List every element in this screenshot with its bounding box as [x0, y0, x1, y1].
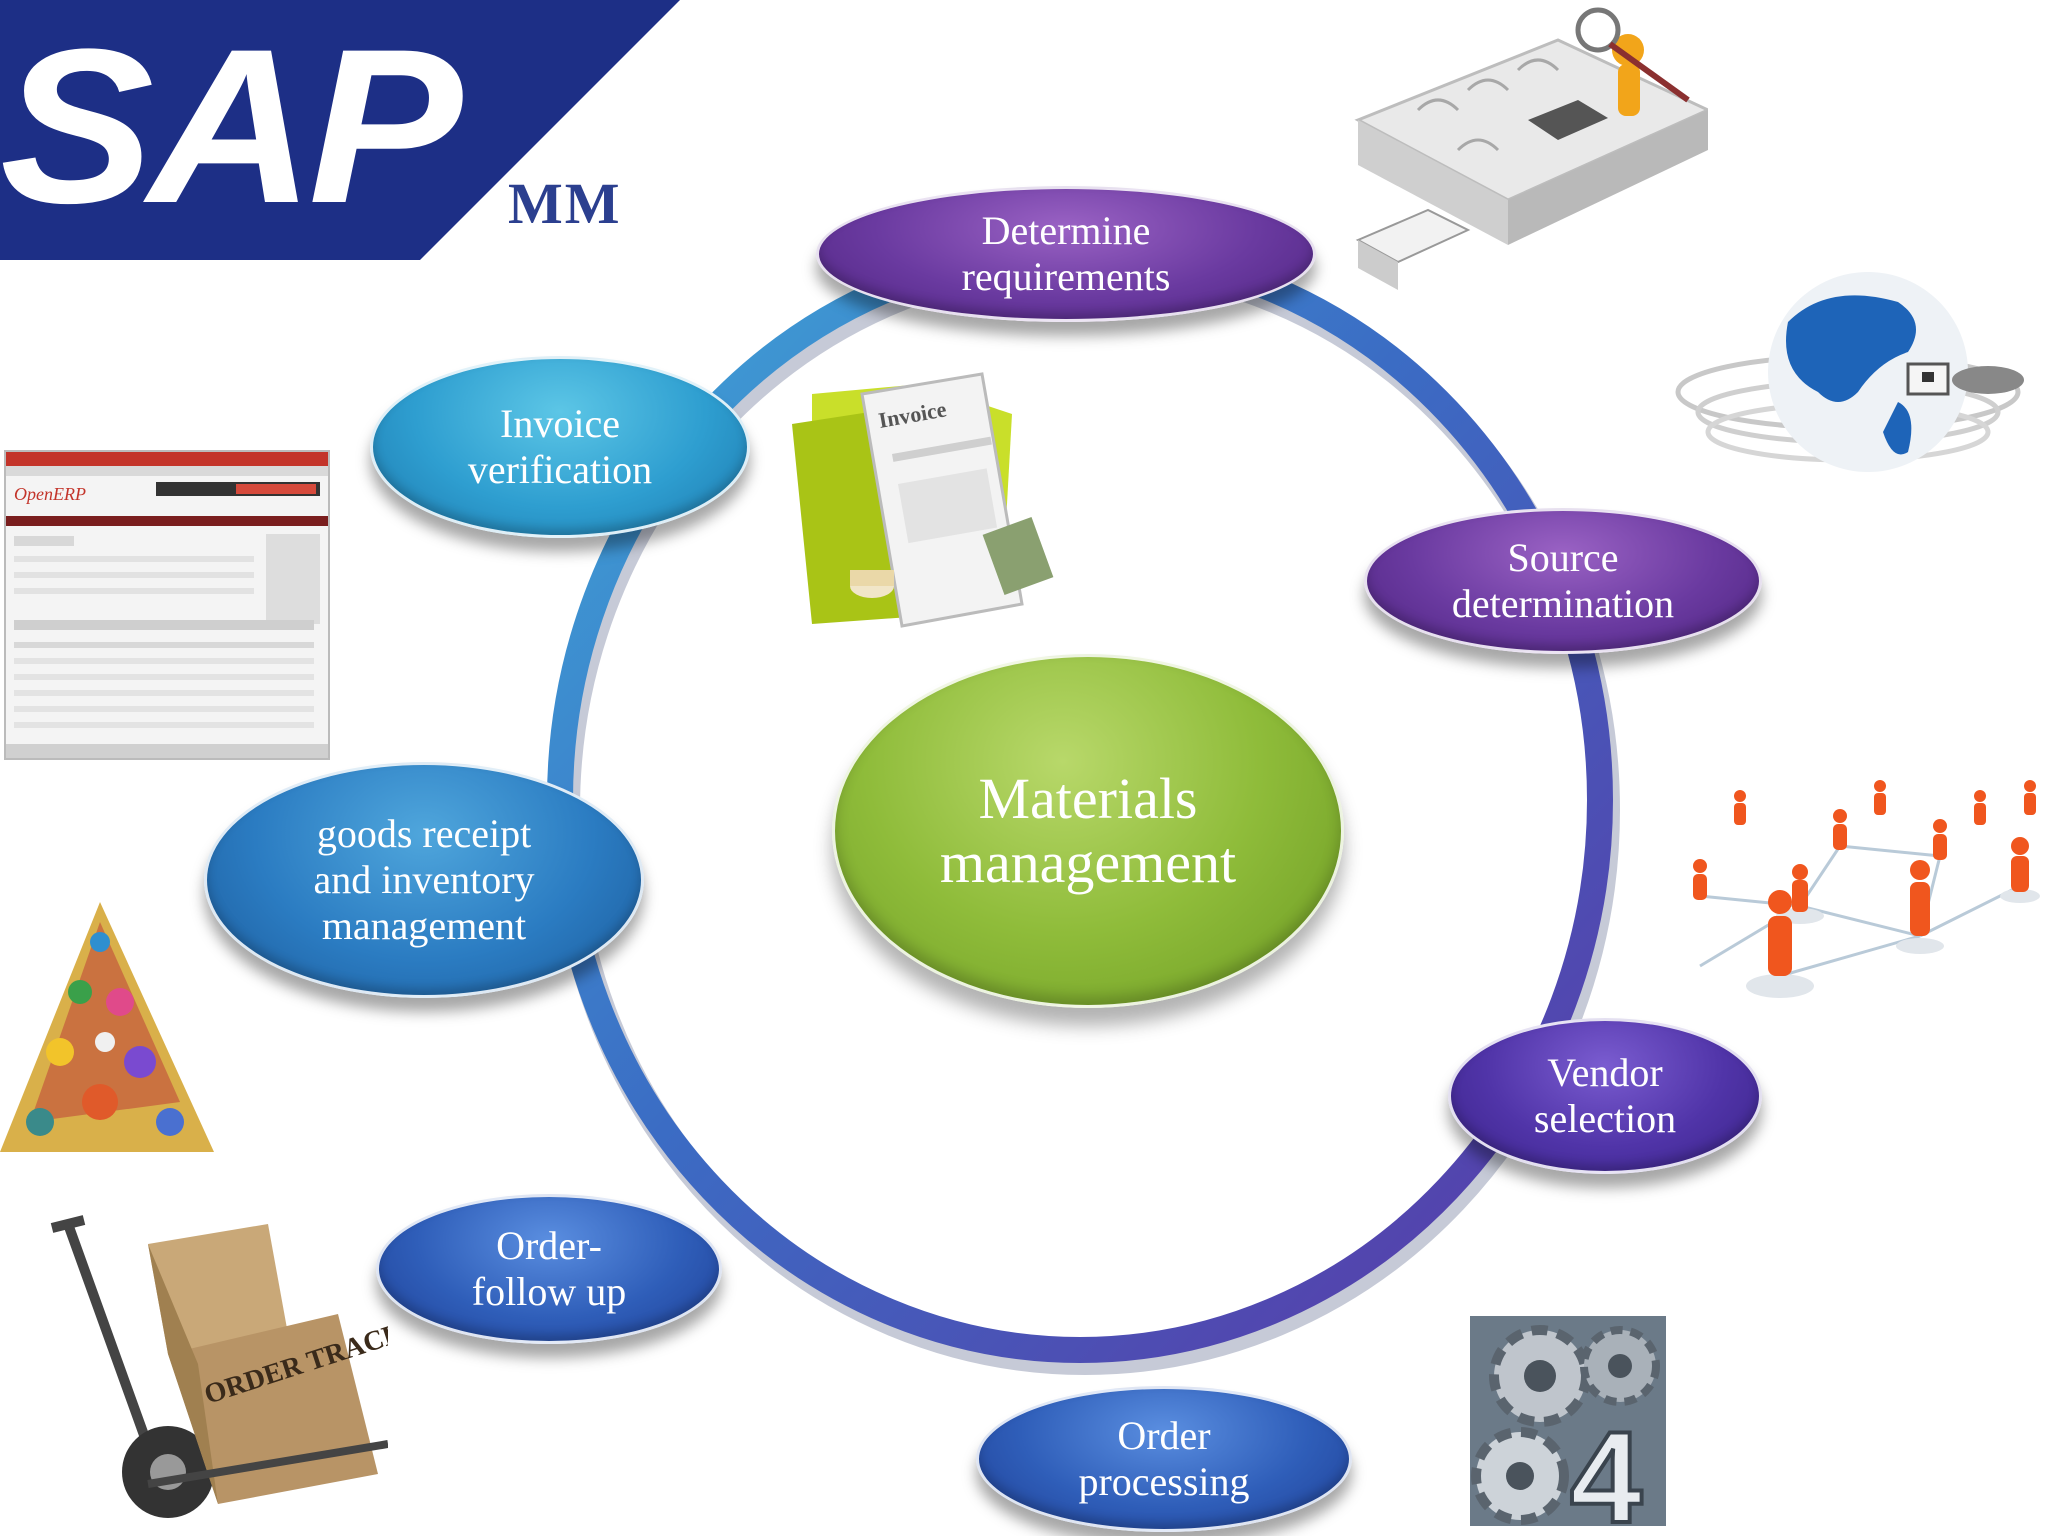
- step-label-line2: verification: [467, 447, 653, 492]
- step-label-line2: processing: [1078, 1459, 1250, 1504]
- step-label-line3: management: [321, 903, 527, 948]
- step-label-line2: follow up: [471, 1269, 627, 1314]
- step-label-line1: Invoice: [500, 401, 620, 446]
- step-label-line2: determination: [1451, 581, 1675, 626]
- center-line2: management: [939, 830, 1237, 895]
- invoice-folder-image: Invoice: [752, 364, 1062, 644]
- logo-module-text: MM: [508, 171, 622, 236]
- puzzle-image: [1348, 0, 1708, 302]
- step-order-processing: Order processing: [976, 1386, 1352, 1532]
- step-label-line2: selection: [1533, 1096, 1677, 1141]
- sap-mm-logo: SAP MM: [0, 0, 680, 262]
- step-goods-receipt: goods receipt and inventory management: [204, 762, 644, 998]
- erp-screenshot-image: OpenERP: [4, 450, 330, 760]
- step-label-line2: requirements: [961, 254, 1171, 299]
- order-tracking-cart-image: ORDER TRACKING: [48, 1204, 388, 1530]
- logo-brand-text: SAP: [0, 3, 462, 249]
- step-order-follow-up: Order- follow up: [376, 1194, 722, 1344]
- step-determine-requirements: Determine requirements: [816, 186, 1316, 322]
- step-label-line1: Vendor: [1547, 1050, 1663, 1095]
- erp-title-text: OpenERP: [14, 484, 86, 504]
- step-label-line1: Determine: [981, 208, 1151, 253]
- center-materials-management: Materials management: [832, 654, 1344, 1008]
- step-invoice-verification: Invoice verification: [370, 356, 750, 538]
- step-label-line1: goods receipt: [316, 811, 532, 856]
- step-label-line1: Order: [1117, 1413, 1211, 1458]
- center-line1: Materials: [978, 766, 1198, 831]
- step-source-determination: Source determination: [1364, 508, 1762, 654]
- people-network-image: [1680, 746, 2048, 1014]
- globe-image: [1668, 262, 2048, 510]
- gears-image: 4: [1470, 1316, 1666, 1526]
- step-vendor-selection: Vendor selection: [1448, 1018, 1762, 1174]
- step-label-line2: and inventory: [313, 857, 535, 902]
- step-label-line1: Source: [1507, 535, 1619, 580]
- step-label-line1: Order-: [496, 1223, 602, 1268]
- inventory-pile-image: [0, 902, 214, 1152]
- logo-banner-shape: [0, 0, 680, 260]
- gear-number-text: 4: [1570, 1404, 1642, 1526]
